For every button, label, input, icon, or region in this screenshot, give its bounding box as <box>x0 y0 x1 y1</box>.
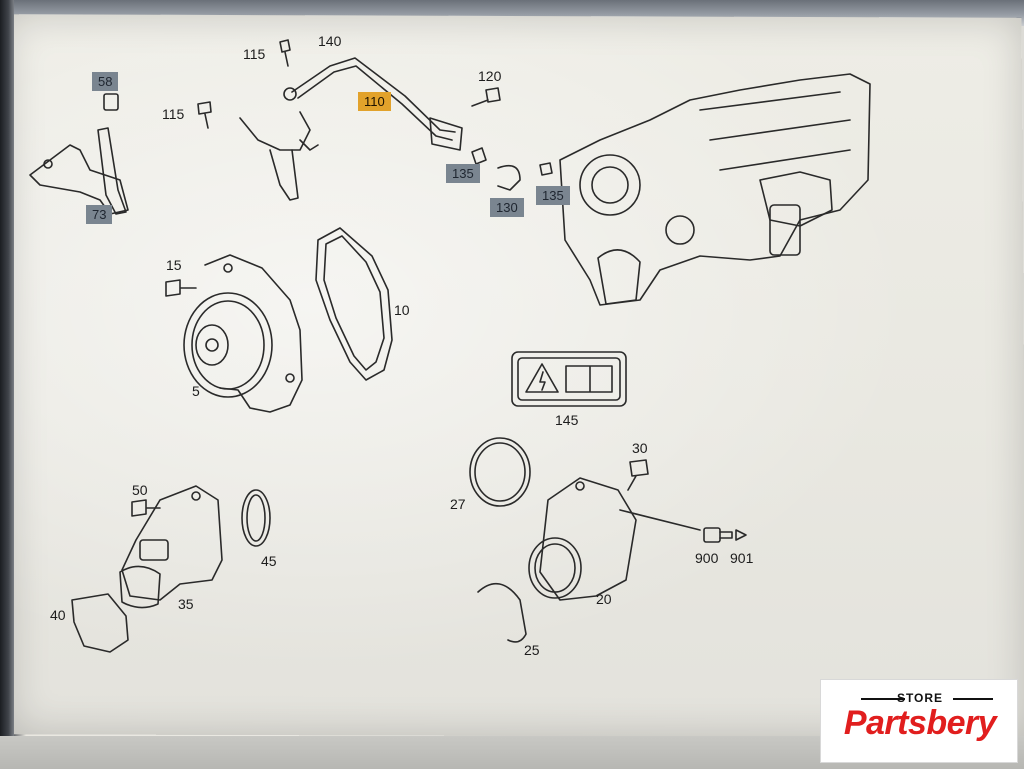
callout-tag-135-right: 135 <box>536 186 570 205</box>
water-pump-part <box>183 254 303 413</box>
callout-145: 145 <box>555 412 579 428</box>
o-ring-part <box>469 437 531 507</box>
warning-label-part <box>511 351 627 407</box>
callout-tag-110: 110 <box>358 92 391 111</box>
callout-35: 35 <box>178 596 194 612</box>
retaining-clip-part <box>477 582 527 643</box>
callout-45: 45 <box>261 553 277 569</box>
callout-tag-130: 130 <box>490 198 524 217</box>
callout-900: 900 <box>695 550 719 566</box>
callout-140: 140 <box>318 33 342 49</box>
callout-40: 40 <box>50 607 66 623</box>
callout-5: 5 <box>192 383 200 399</box>
logo-store-text: STORE <box>896 691 944 705</box>
callout-27: 27 <box>450 496 466 512</box>
coolant-outlet-part <box>528 477 701 601</box>
callout-25: 25 <box>524 642 540 658</box>
logo-brand-text: Partsbery <box>843 704 997 742</box>
callout-20: 20 <box>596 591 612 607</box>
engine-housing-part <box>559 73 871 306</box>
bolt-parts <box>131 39 649 517</box>
callout-901: 901 <box>730 550 754 566</box>
housing-gasket-part <box>71 593 129 653</box>
callout-115-top: 115 <box>243 46 266 62</box>
seal-ring-part <box>241 489 271 547</box>
logo-line-left <box>861 698 905 700</box>
callout-10: 10 <box>394 302 410 318</box>
callout-15: 15 <box>166 257 182 273</box>
callout-tag-73: 73 <box>86 205 113 224</box>
callout-30: 30 <box>632 440 648 456</box>
callout-50: 50 <box>132 482 148 498</box>
temp-sensor-part <box>703 527 747 543</box>
callout-115-left: 115 <box>162 106 185 122</box>
thermostat-housing-part <box>119 485 223 609</box>
callout-tag-58: 58 <box>92 72 119 91</box>
callout-120: 120 <box>478 68 502 84</box>
bracket-part <box>29 93 129 215</box>
logo-line-right <box>953 698 993 700</box>
monitor-bezel-left <box>0 0 14 769</box>
pump-gasket-part <box>315 227 393 381</box>
coolant-pipe-part <box>239 57 463 201</box>
store-logo: STORE Partsbery <box>820 679 1018 763</box>
callout-tag-135-left: 135 <box>446 164 480 183</box>
